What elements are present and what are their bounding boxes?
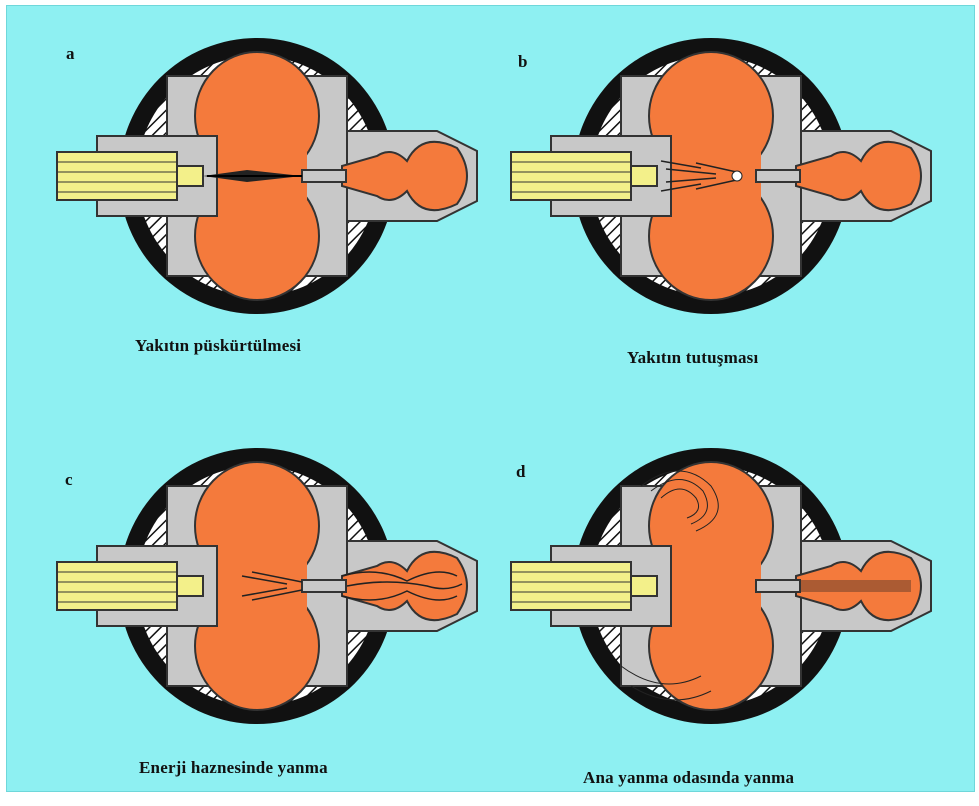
combustion-chamber-diagram — [501, 36, 941, 336]
caption: Ana yanma odasında yanma — [583, 768, 794, 788]
combustion-chamber-diagram — [47, 36, 487, 336]
panel-a: a Yakıtın püskürtülmesi — [47, 36, 487, 396]
panel-c: c Enerji haznesinde yanma — [47, 446, 487, 806]
diagram-canvas: a Yakıtın püskürtülmesi b — [6, 5, 975, 792]
panel-d: d Ana yanma odasında yanma — [501, 446, 941, 806]
caption: Enerji haznesinde yanma — [139, 758, 328, 778]
exhaust-flow — [801, 580, 911, 592]
panel-b: b Yakıtın tutuşması — [501, 36, 941, 396]
spark-icon — [732, 171, 742, 181]
combustion-chamber-diagram — [47, 446, 487, 746]
combustion-chamber-diagram — [501, 446, 941, 746]
caption: Yakıtın püskürtülmesi — [135, 336, 301, 356]
caption: Yakıtın tutuşması — [627, 348, 758, 368]
